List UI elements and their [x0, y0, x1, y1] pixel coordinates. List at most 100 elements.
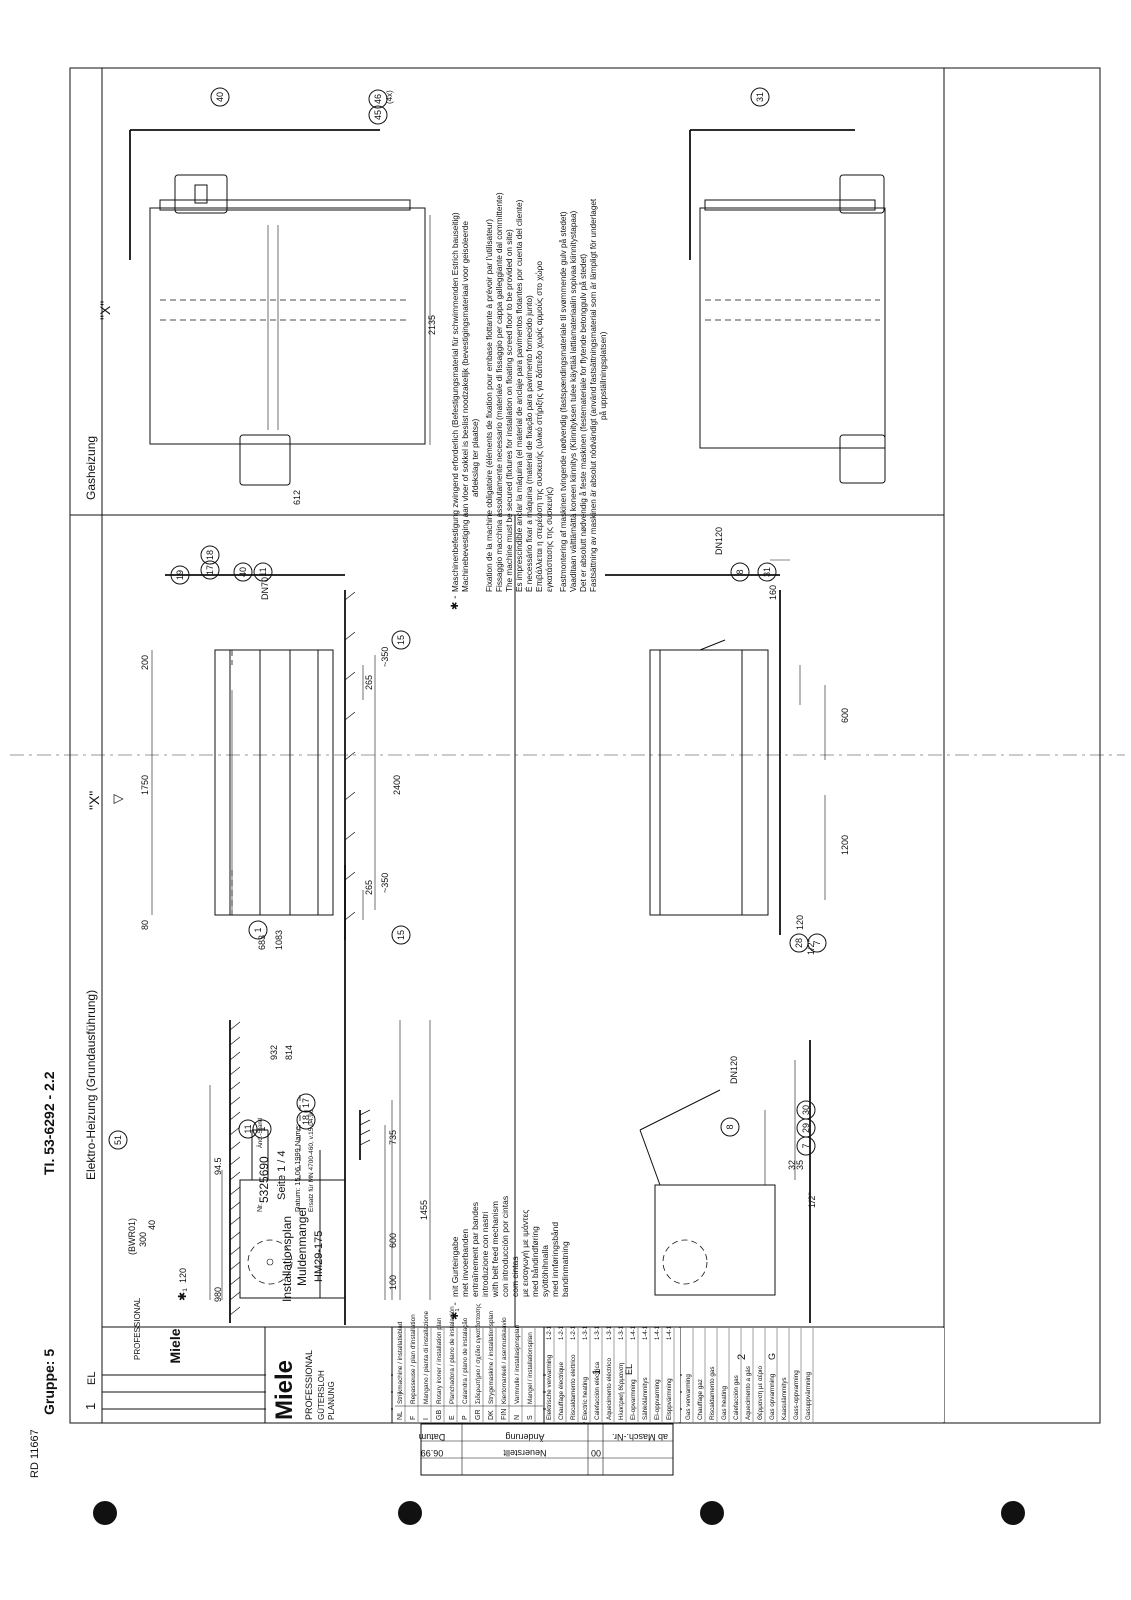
brand-logo-line: PROFESSIONAL [133, 1297, 142, 1360]
svg-text:200: 200 [140, 655, 150, 670]
svg-text:28: 28 [794, 938, 804, 948]
svg-text:Vaaditaan välttämättä koneen k: Vaaditaan välttämättä koneen kiinnitys (… [569, 210, 578, 592]
svg-text:Maschinenbefestigung zwingend: Maschinenbefestigung zwingend erforderli… [451, 212, 460, 592]
callout-bubbles: 51 11 1 18 17 1 19 17 18 40 11 15 15 40 … [108, 87, 827, 1156]
svg-text:120: 120 [795, 915, 805, 930]
svg-text:com cintas: com cintas [510, 1256, 520, 1297]
callout-29: 29 [796, 1118, 816, 1138]
callout-15a: 15 [391, 925, 411, 945]
callout-40-top: 40 [210, 87, 230, 107]
svg-text:32: 32 [787, 1160, 797, 1170]
callout-11: 11 [238, 1119, 258, 1139]
callout-46: 46 [368, 89, 388, 109]
svg-text:7: 7 [812, 940, 822, 945]
svg-text:160: 160 [768, 585, 778, 600]
svg-text:Det er absolutt nødvendig å fe: Det er absolutt nødvendig å feste maskin… [578, 254, 588, 592]
svg-text:29: 29 [801, 1123, 811, 1133]
section-number-electric: 1 [83, 1403, 98, 1410]
svg-text:Es imprescindible anclar la má: Es imprescindible anclar la máquina (el … [515, 199, 524, 592]
svg-text:"X": "X" [97, 301, 113, 320]
callout-1-front: 1 [248, 920, 268, 940]
revision-date: 06.99 [421, 1448, 444, 1458]
callout-4x: (4x) [385, 90, 394, 104]
svg-text:1083: 1083 [274, 930, 284, 950]
brand-cell [270, 1330, 390, 1420]
svg-text:46: 46 [373, 94, 383, 104]
front-view-electric-dims: 80 1750 200 683 1083 265 2400 265 ~350 ~… [86, 577, 402, 950]
svg-text:✱₁: ✱₁ [177, 1288, 189, 1301]
binding-hole [1001, 1501, 1025, 1525]
svg-text:15: 15 [396, 930, 406, 940]
svg-text:1750: 1750 [140, 775, 150, 795]
svg-text:DN120: DN120 [714, 527, 724, 555]
svg-text:100: 100 [388, 1275, 398, 1290]
svg-text:på uppställningsplatsen): på uppställningsplatsen) [598, 331, 608, 420]
front-view-electric [151, 574, 376, 1325]
revision-header-datum: Datum [419, 1432, 446, 1442]
side-view-gas-dims: 1/2" 32 35 DN120 [729, 1056, 817, 1208]
side-view-electric-dims: 980 94.5 100 600 735 1455 932 814 120 40… [127, 1045, 429, 1302]
svg-text:Fastsättning av maskinen är ab: Fastsättning av maskinen är absolut nödv… [589, 198, 598, 592]
svg-text:2135: 2135 [427, 315, 437, 335]
svg-text:1/2": 1/2" [807, 1192, 817, 1208]
revision-change: Neuerstellt [503, 1448, 547, 1458]
svg-text:med båndindføring: med båndindføring [530, 1226, 540, 1297]
svg-text:18: 18 [301, 1115, 311, 1125]
revision-table: Datum Änderung ab Masch.-Nr. 06.99 Neuer… [419, 1423, 674, 1476]
svg-text:17: 17 [205, 565, 215, 575]
section-heading-electric: Elektro-Heizung (Grundausführung) [84, 990, 98, 1180]
svg-text:▽: ▽ [110, 794, 125, 804]
svg-text:300: 300 [138, 1232, 148, 1247]
callout-31-top: 31 [750, 87, 770, 107]
svg-text:Επιβάλλεται η στερέωση της συσ: Επιβάλλεται η στερέωση της συσκευής (υλι… [535, 261, 544, 592]
svg-text:8: 8 [735, 569, 745, 574]
top-view-x-electric: "X" [97, 129, 431, 486]
ti-number: TI. 53-6292 - 2.2 [41, 1071, 57, 1175]
svg-text:7: 7 [801, 1143, 811, 1148]
svg-text:entraînement par bandes: entraînement par bandes [470, 1202, 480, 1297]
revision-mark: 00 [591, 1448, 601, 1458]
svg-text:1200: 1200 [840, 835, 850, 855]
front-view-gas [605, 559, 826, 935]
top-view-x-gas [689, 129, 886, 484]
callout-7-side: 7 [796, 1136, 816, 1156]
callout-40: 40 [233, 562, 253, 582]
binding-hole [700, 1501, 724, 1525]
svg-text:✱₁ -: ✱₁ - [450, 1302, 461, 1320]
svg-text:με εισαγωγή με ιμάντες: με εισαγωγή με ιμάντες [520, 1210, 530, 1297]
svg-text:Fastmontering af maskinen tvin: Fastmontering af maskinen tvingende nødv… [558, 211, 568, 592]
svg-text:con introducción por cintas: con introducción por cintas [500, 1196, 510, 1297]
svg-text:~350: ~350 [380, 873, 390, 893]
svg-text:18: 18 [205, 550, 215, 560]
svg-text:683: 683 [257, 935, 267, 950]
svg-text:1/2": 1/2" [806, 939, 816, 955]
star1-note: ✱₁ - mit Gurteingabe met invoerbanden en… [450, 1196, 570, 1320]
front-view-gas-dims: 1/2" 120 1200 600 160 DN120 [714, 527, 850, 955]
svg-text:11: 11 [243, 1124, 253, 1133]
revision-header-change: Änderung [505, 1432, 544, 1442]
svg-text:51: 51 [113, 1135, 123, 1145]
language-tables [944, 68, 1100, 1423]
svg-text:94.5: 94.5 [213, 1157, 223, 1175]
svg-text:600: 600 [388, 1233, 398, 1248]
callout-11-front: 11 [253, 562, 273, 582]
callout-18b: 18 [200, 545, 220, 565]
callout-8-side: 8 [720, 1117, 740, 1137]
svg-text:Machinebevestiging aan vloer o: Machinebevestiging aan vloer of sokkel i… [461, 221, 470, 592]
svg-text:É necessário fixar a máquina (: É necessário fixar a máquina (material d… [524, 295, 534, 592]
svg-text:35: 35 [795, 1160, 805, 1170]
front-floor-hatch [344, 591, 356, 921]
callout-31-front: 31 [757, 562, 777, 582]
svg-text:"X": "X" [86, 791, 102, 810]
svg-text:2400: 2400 [392, 775, 402, 795]
floor-hatch [229, 1021, 241, 1316]
callout-17b: 17 [200, 560, 220, 580]
svg-text:40: 40 [215, 92, 225, 102]
svg-text:80: 80 [140, 920, 150, 930]
title-block: Miele PROFESSIONAL [101, 1297, 945, 1424]
callout-8-front: 8 [730, 562, 750, 582]
svg-text:εγκατάστασης της συσκευής): εγκατάστασης της συσκευής) [545, 487, 554, 592]
svg-text:afdekslag ter plaatse): afdekslag ter plaatse) [471, 418, 480, 497]
section-heading-gas: Gasheizung [84, 436, 98, 500]
